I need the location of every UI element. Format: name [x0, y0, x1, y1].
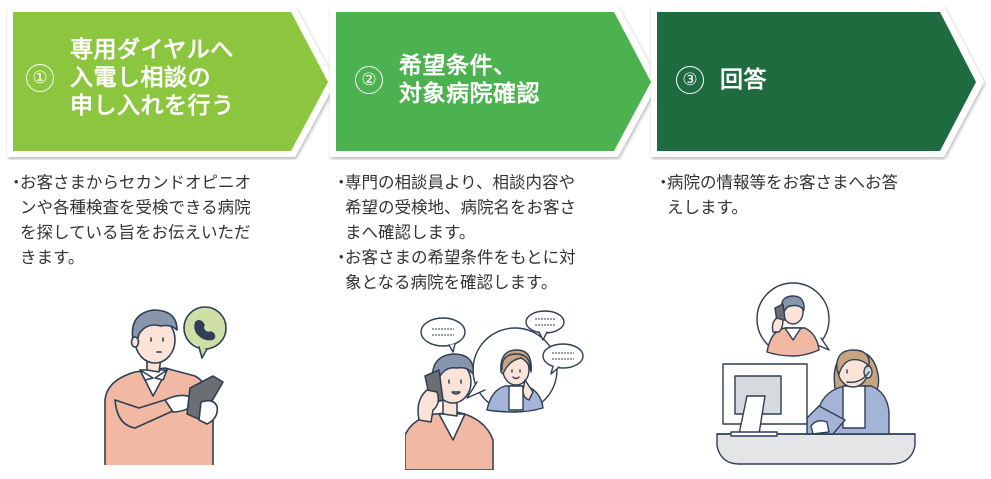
step-3: ③ 回答 [648, 0, 991, 160]
step-1-arrow-shape [7, 6, 336, 157]
step-title: 希望条件、 対象病院確認 [399, 53, 540, 107]
illustration-man-on-phone-with-operator [405, 310, 584, 470]
step-2-header: ② 希望条件、 対象病院確認 [355, 52, 540, 108]
step-3-description: ・ 病院の情報等をお客さまへお答 えします。 [655, 170, 985, 220]
step-1: ① 専用ダイヤルへ 入電し相談の 申し入れを行う [4, 0, 336, 160]
step-2: ② 希望条件、 対象病院確認 [327, 0, 659, 160]
phone-icon [194, 320, 216, 341]
step-number: ③ [676, 66, 704, 94]
step-1-description: ・ お客さまからセカンドオピニオ ンや各種検査を受検できる病院 を探している旨を… [8, 170, 328, 270]
step-3-header: ③ 回答 [676, 66, 767, 94]
step-1-header: ① 専用ダイヤルへ 入電し相談の 申し入れを行う [26, 36, 235, 120]
bullet-item: ・ お客さまの希望条件をもとに対 象となる病院を確認します。 [333, 245, 653, 295]
bullet-item: ・ 専門の相談員より、相談内容や 希望の受検地、病院名をお客さ まへ確認します。 [333, 170, 653, 245]
bullet-text: 専門の相談員より、相談内容や 希望の受検地、病院名をお客さ まへ確認します。 [345, 173, 576, 242]
bullet-mark: ・ [655, 173, 672, 192]
step-3-arrow-shape [651, 6, 984, 157]
step-number: ② [355, 66, 383, 94]
step-number: ① [26, 64, 54, 92]
step-title: 専用ダイヤルへ 入電し相談の 申し入れを行う [70, 37, 235, 119]
bullet-text: お客さまからセカンドオピニオ ンや各種検査を受検できる病院 を探している旨をお伝… [20, 173, 251, 267]
step-2-description: ・ 専門の相談員より、相談内容や 希望の受検地、病院名をお客さ まへ確認します。… [333, 170, 653, 295]
illustration-man-with-smartphone [104, 306, 227, 465]
bullet-item: ・ お客さまからセカンドオピニオ ンや各種検査を受検できる病院 を探している旨を… [8, 170, 328, 270]
bullet-text: 病院の情報等をお客さまへお答 えします。 [667, 173, 898, 217]
bullet-item: ・ 病院の情報等をお客さまへお答 えします。 [655, 170, 985, 220]
bullet-mark: ・ [333, 248, 350, 267]
step-2-arrow-shape [330, 6, 659, 157]
bullet-mark: ・ [8, 173, 25, 192]
step-title: 回答 [720, 67, 767, 93]
illustration-operator-at-computer [716, 282, 916, 465]
bullet-mark: ・ [333, 173, 350, 192]
bullet-text: お客さまの希望条件をもとに対 象となる病院を確認します。 [345, 248, 576, 292]
